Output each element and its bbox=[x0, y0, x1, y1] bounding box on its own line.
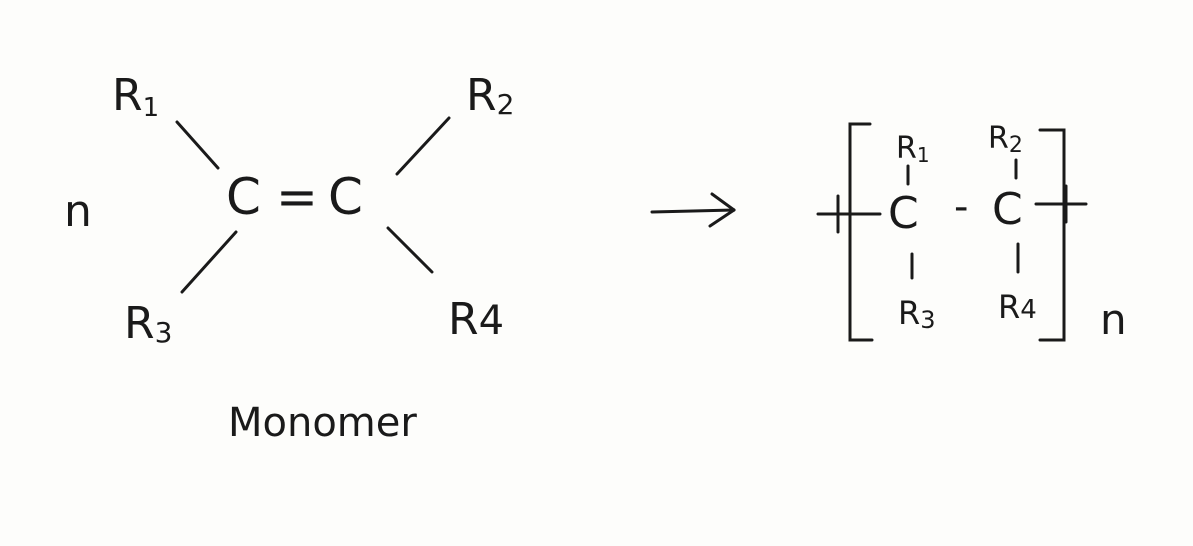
polymer-r2-label: R2 bbox=[988, 121, 1023, 158]
polymer-structure: C - C R1 R2 R3 R4 n bbox=[816, 121, 1127, 344]
polymer-carbon-left: C bbox=[888, 188, 919, 239]
monomer-carbon-left: C bbox=[226, 168, 261, 226]
monomer-r2-label: R2 bbox=[466, 70, 514, 121]
bond-r2-c2 bbox=[395, 116, 451, 176]
monomer-structure: n R1 R2 R3 R4 C = C Monomer bbox=[64, 70, 514, 446]
bond-r3-c1 bbox=[180, 230, 238, 294]
monomer-double-bond: = bbox=[276, 168, 318, 226]
monomer-coefficient: n bbox=[64, 186, 92, 237]
bond-r1-c1 bbox=[175, 120, 220, 170]
polymer-repeat-count: n bbox=[1100, 295, 1127, 344]
monomer-r1-label: R1 bbox=[112, 70, 159, 123]
monomer-r3-label: R3 bbox=[124, 298, 172, 349]
polymer-r1-label: R1 bbox=[896, 131, 930, 167]
monomer-carbon-right: C bbox=[328, 168, 363, 226]
polymer-r4-label: R4 bbox=[998, 288, 1037, 326]
polymer-carbon-right: C bbox=[992, 184, 1023, 235]
bond-r4-c2 bbox=[386, 226, 434, 274]
monomer-r4-label: R4 bbox=[448, 294, 504, 345]
polymer-bond-dash: - bbox=[954, 184, 968, 230]
polymer-r3-label: R3 bbox=[898, 294, 936, 334]
left-bracket bbox=[848, 122, 874, 342]
monomer-caption: Monomer bbox=[228, 400, 417, 446]
right-bracket bbox=[1038, 128, 1066, 342]
right-arrow-icon bbox=[650, 192, 736, 228]
